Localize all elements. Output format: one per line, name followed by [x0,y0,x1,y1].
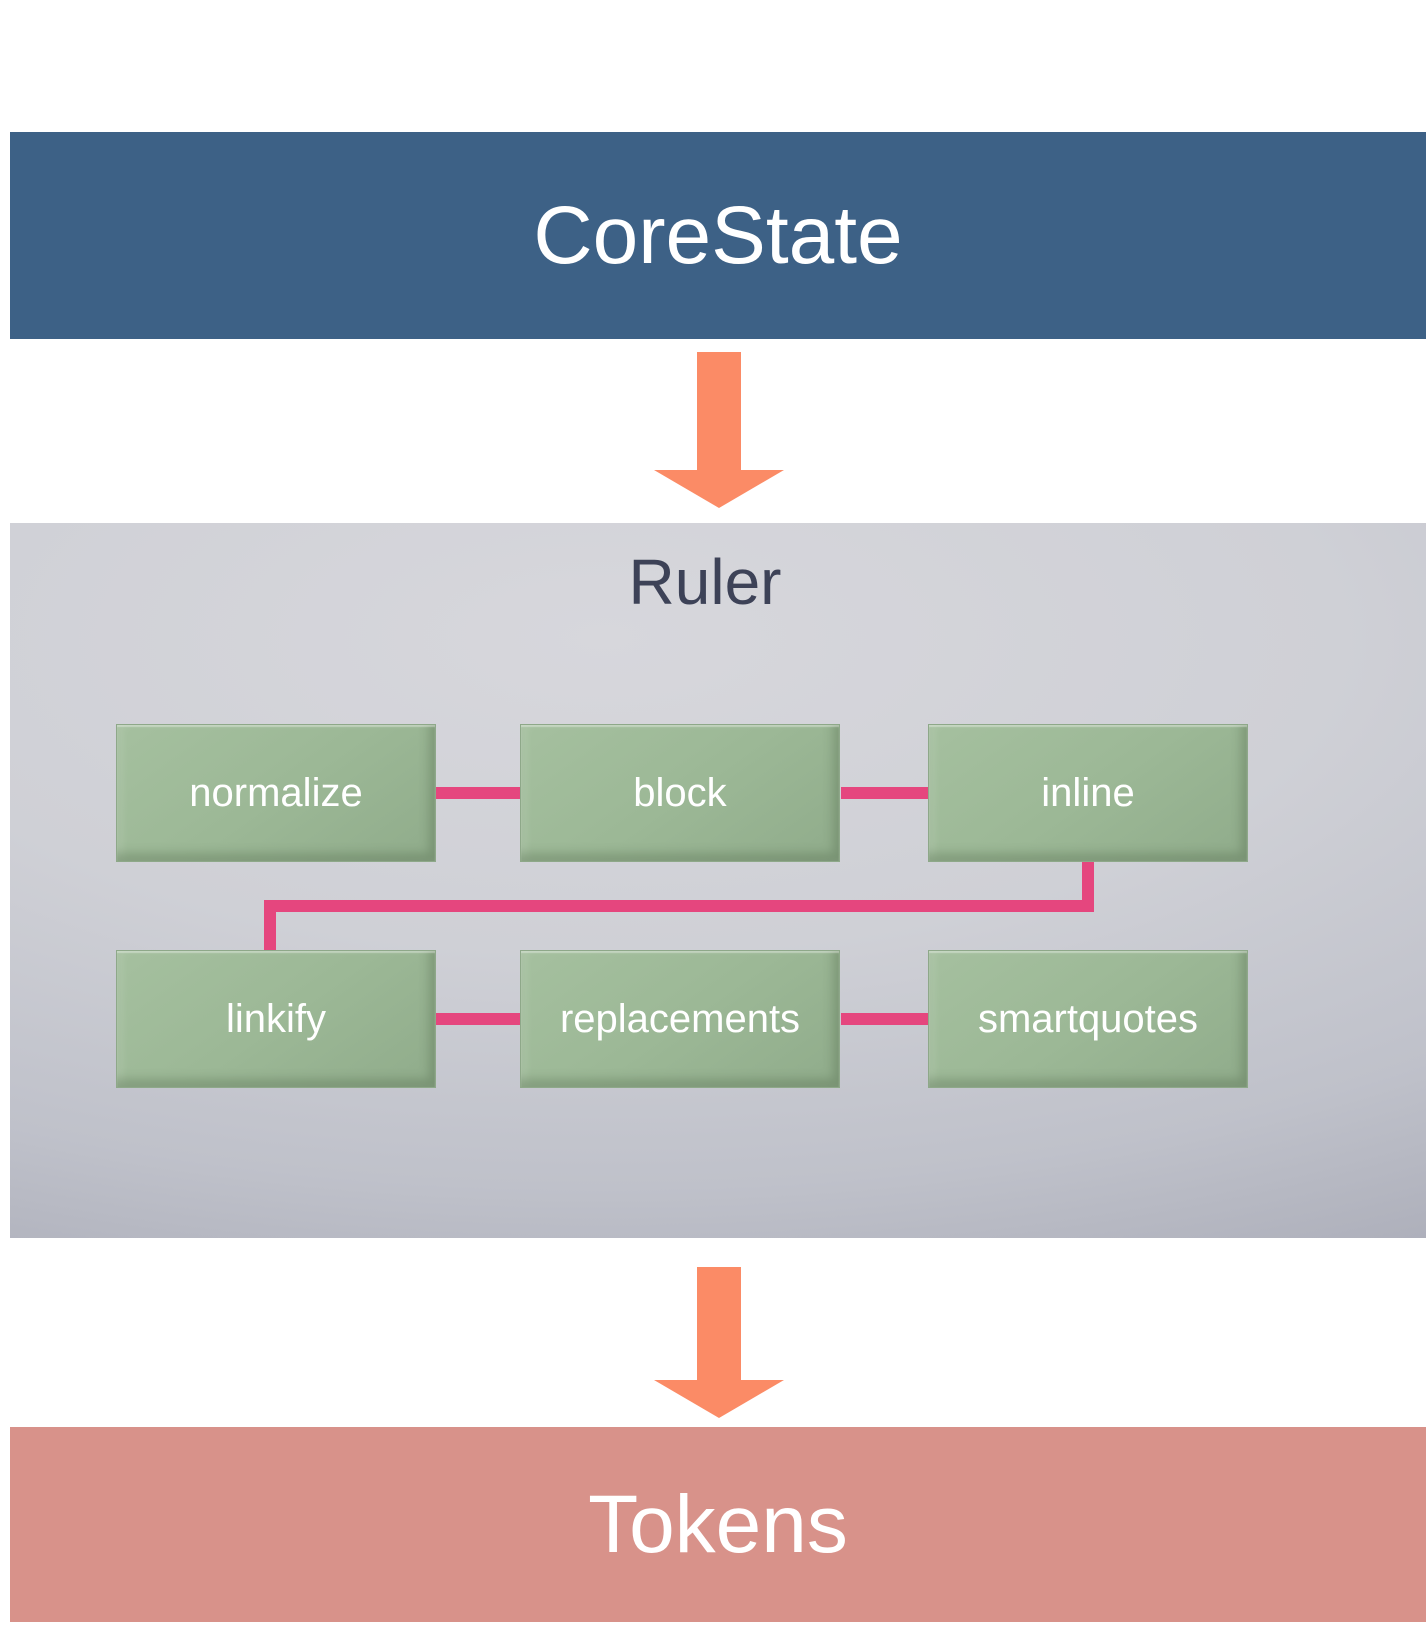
corestate-label: CoreState [533,189,903,281]
arrow-shaft [697,1267,741,1380]
node-linkify: linkify [116,950,436,1088]
corestate-bar: CoreState [10,132,1426,339]
tokens-bar: Tokens [10,1427,1426,1622]
arrow-shaft [697,352,741,470]
arrow-ruler-to-tokens [654,1267,784,1418]
node-smartquotes: smartquotes [928,950,1248,1088]
node-normalize: normalize [116,724,436,862]
connector-block-inline [841,787,928,799]
connector-linkify-replacements [436,1013,520,1025]
arrow-corestate-to-ruler [654,352,784,508]
ruler-label: Ruler [628,546,782,618]
connector-inline-down [1082,862,1094,912]
tokens-label: Tokens [588,1478,848,1570]
ruler-panel [10,523,1426,1238]
connector-normalize-block [436,787,520,799]
node-inline: inline [928,724,1248,862]
arrow-head-icon [654,1380,784,1418]
arrow-head-icon [654,470,784,508]
connector-down-to-linkify [264,900,276,950]
node-block: block [520,724,840,862]
connector-elbow-horizontal [264,900,1094,912]
node-replacements: replacements [520,950,840,1088]
connector-replacements-smartquotes [841,1013,928,1025]
